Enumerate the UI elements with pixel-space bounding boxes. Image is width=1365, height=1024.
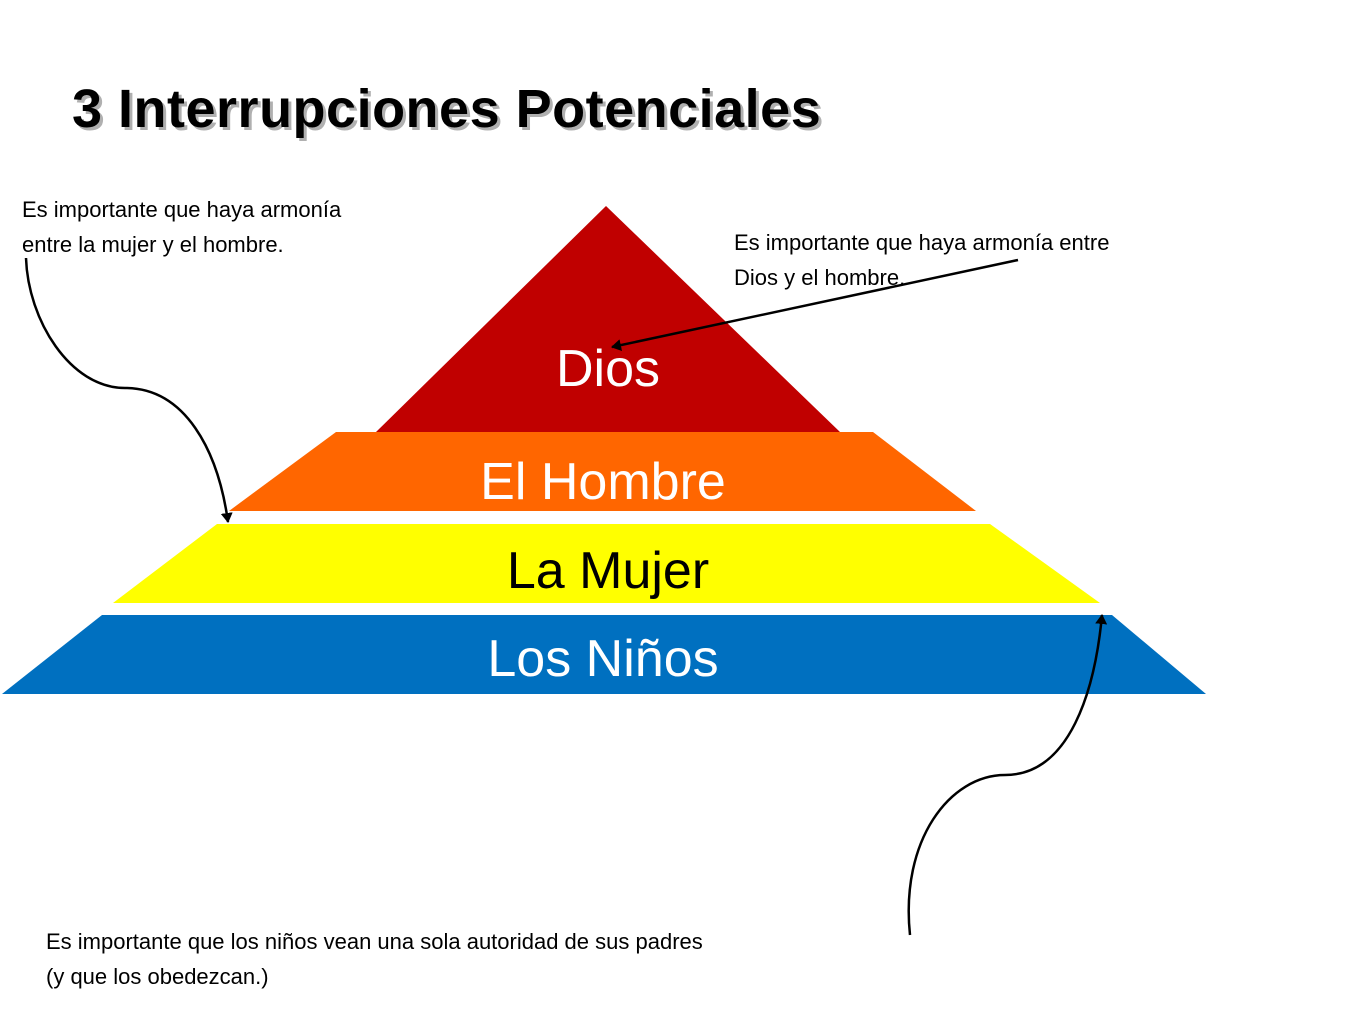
annotation-god-man: Es importante que haya armonía entre Dio…: [734, 225, 1109, 295]
annotation-woman-man-line2: entre la mujer y el hombre.: [22, 232, 284, 257]
annotation-children-line2: (y que los obedezcan.): [46, 964, 269, 989]
level-la-mujer-shape: [113, 524, 1100, 603]
annotation-woman-man-line1: Es importante que haya armonía: [22, 197, 342, 222]
level-los-ninos-shape: [2, 615, 1206, 694]
annotation-children: Es importante que los niños vean una sol…: [46, 924, 703, 994]
arrow-left-connector: [24, 257, 233, 523]
annotation-woman-man: Es importante que haya armonía entre la …: [22, 192, 341, 262]
level-la-mujer-label: La Mujer: [507, 542, 709, 600]
annotation-children-line1: Es importante que los niños vean una sol…: [46, 929, 703, 954]
level-el-hombre-label: El Hombre: [480, 453, 726, 511]
level-el-hombre-shape: [229, 432, 976, 511]
slide-title: 3 Interrupciones Potenciales: [72, 79, 822, 139]
level-los-ninos-label: Los Niños: [487, 630, 718, 688]
annotation-god-man-line2: Dios y el hombre.: [734, 265, 906, 290]
arrow-right-connector: [611, 258, 1019, 351]
level-dios-label: Dios: [556, 340, 660, 398]
level-dios-shape: [376, 206, 840, 432]
annotation-god-man-line1: Es importante que haya armonía entre: [734, 230, 1110, 255]
arrow-bottom-connector: [907, 614, 1108, 936]
